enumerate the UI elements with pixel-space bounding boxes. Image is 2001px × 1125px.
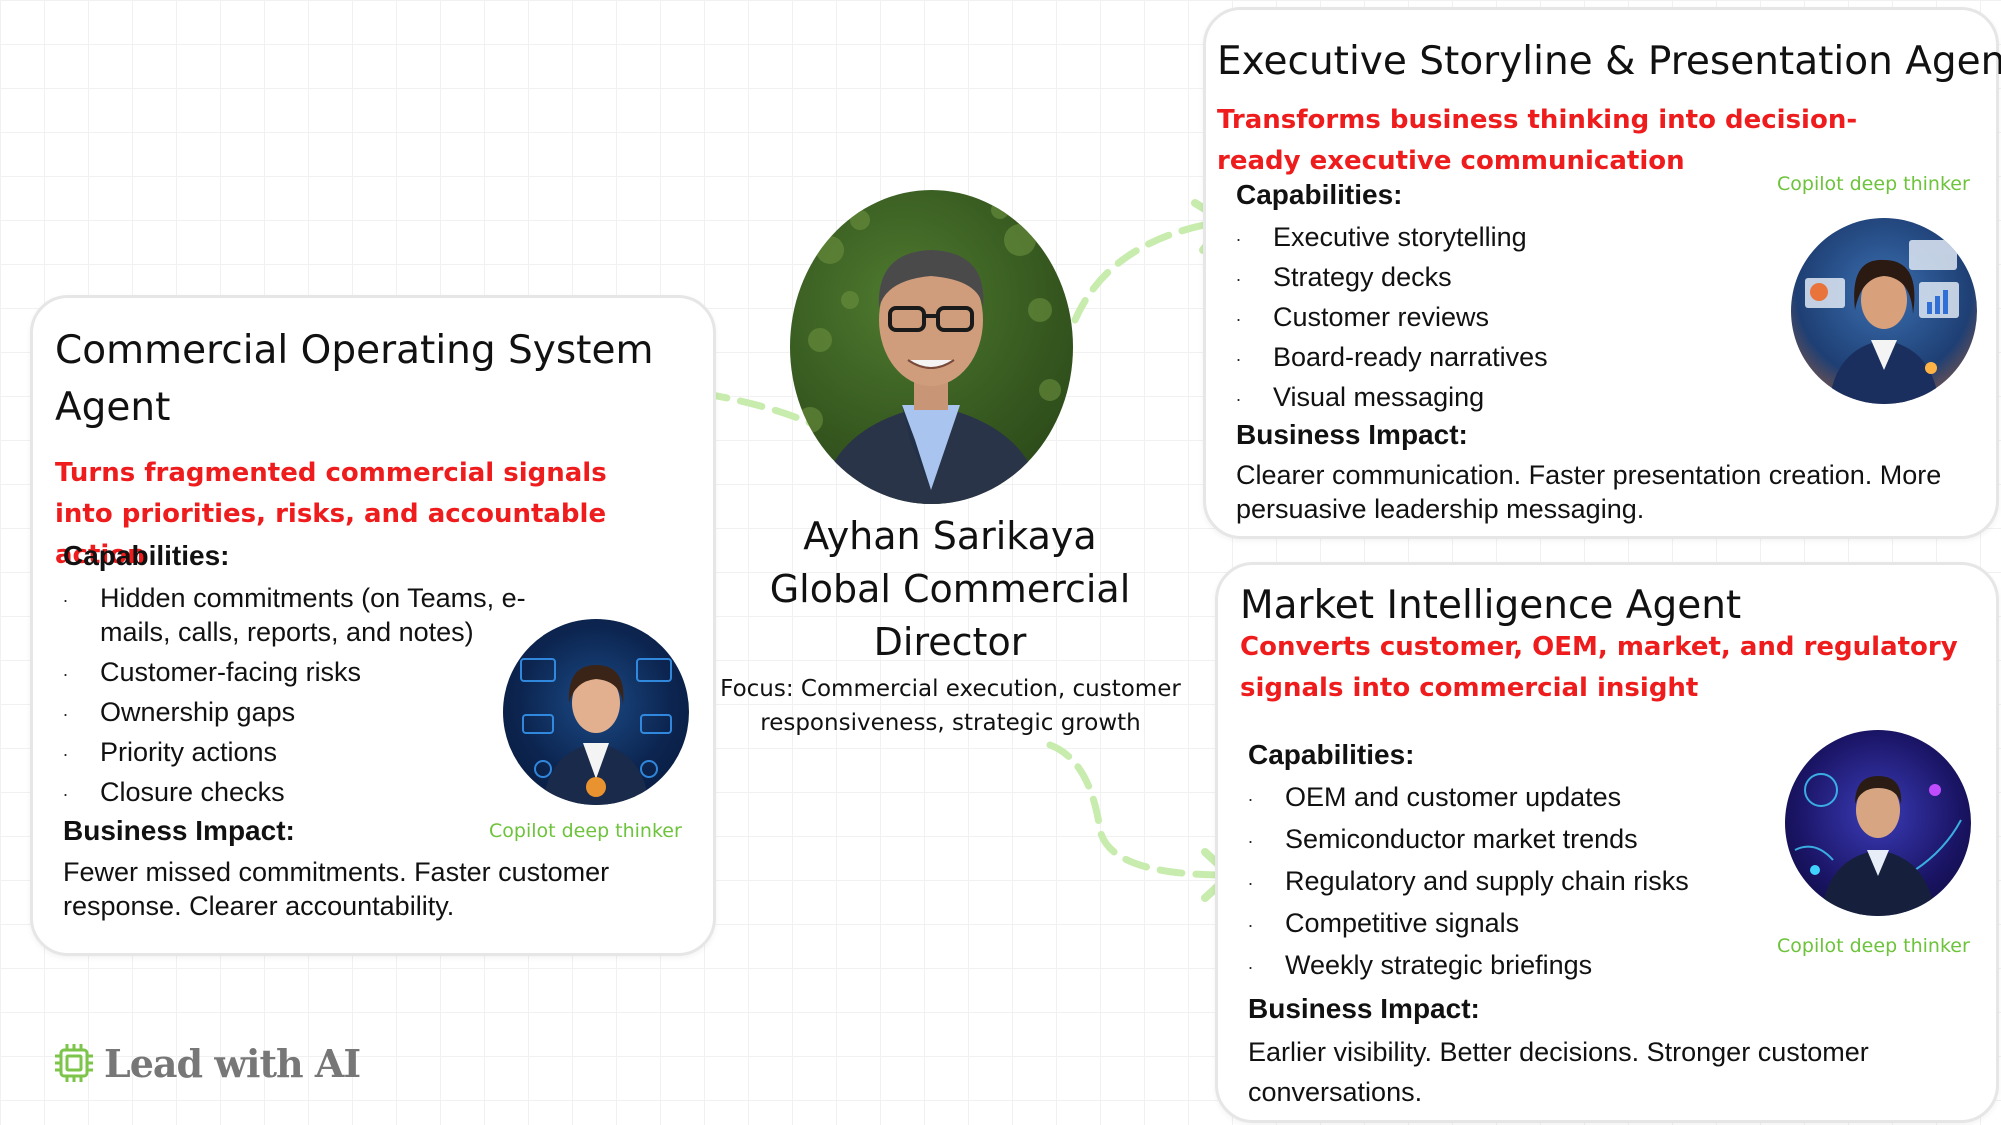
copilot-badge: Copilot deep thinker	[1777, 935, 1970, 957]
brand-logo: Lead with AI	[52, 1038, 361, 1088]
capability-text: Hidden commitments (on Teams, e-mails, c…	[100, 583, 526, 647]
capability-text: Customer-facing risks	[100, 657, 362, 687]
director-title-line1: Global Commercial	[769, 567, 1131, 611]
capability-item: Customer-facing risks	[63, 653, 583, 695]
capability-item: Closure checks	[63, 773, 583, 815]
card-subtitle: Turns fragmented commercial signals into…	[55, 458, 607, 570]
commercial-agent-card: Commercial Operating System Agent Turns …	[30, 295, 716, 956]
capability-text: Competitive signals	[1285, 908, 1520, 938]
director-title-line2: Director	[873, 620, 1027, 664]
business-impact-text: Fewer missed commitments. Faster custome…	[63, 857, 610, 921]
agent-avatar	[1785, 730, 1971, 916]
capability-text: Executive storytelling	[1273, 222, 1527, 252]
agent-portrait-icon	[520, 658, 672, 805]
capability-item: Priority actions	[63, 733, 583, 775]
market-agent-card: Market Intelligence Agent Converts custo…	[1215, 562, 1999, 1123]
agent-avatar	[503, 619, 689, 805]
capability-text: Closure checks	[100, 777, 285, 807]
business-impact-label: Business Impact:	[1236, 419, 1468, 450]
business-impact-text: Earlier visibility. Better decisions. St…	[1248, 1037, 1869, 1107]
capability-item: Competitive signals	[1248, 904, 1728, 948]
capabilities-label: Capabilities:	[1236, 179, 1403, 210]
capabilities-list: OEM and customer updates Semiconductor m…	[1248, 778, 1728, 990]
capability-item: Regulatory and supply chain risks	[1248, 862, 1728, 906]
agent-avatar	[1791, 218, 1977, 404]
capability-item: Executive storytelling	[1236, 218, 1656, 260]
director-name: Ayhan Sarikaya	[803, 514, 1097, 558]
capability-text: Weekly strategic briefings	[1285, 950, 1593, 980]
capability-text: Ownership gaps	[100, 697, 296, 727]
business-impact-label: Business Impact:	[63, 815, 295, 846]
director-photo	[790, 190, 1073, 504]
capability-text: Strategy decks	[1273, 262, 1452, 292]
card-title: Commercial Operating System Agent	[55, 328, 654, 430]
copilot-badge: Copilot deep thinker	[1777, 173, 1970, 195]
capability-item: Board-ready narratives	[1236, 338, 1656, 380]
capability-item: Customer reviews	[1236, 298, 1656, 340]
agent-portrait-icon	[1794, 773, 1962, 916]
chip-icon	[55, 1044, 93, 1082]
capabilities-list: Hidden commitments (on Teams, e-mails, c…	[63, 579, 583, 815]
arrow-to-market-agent	[1046, 741, 1229, 879]
capability-item: OEM and customer updates	[1248, 778, 1728, 822]
capability-item: Visual messaging	[1236, 378, 1656, 420]
arrow-to-executive-agent	[1071, 218, 1224, 324]
agent-portrait-icon	[1805, 240, 1959, 404]
capability-item: Strategy decks	[1236, 258, 1656, 300]
capability-text: Board-ready narratives	[1273, 342, 1548, 372]
capability-text: Visual messaging	[1273, 382, 1485, 412]
business-impact-label: Business Impact:	[1248, 993, 1480, 1024]
capability-item: Semiconductor market trends	[1248, 820, 1728, 864]
director-portrait-icon	[797, 201, 1061, 504]
capability-text: Regulatory and supply chain risks	[1285, 866, 1689, 896]
card-subtitle: Transforms business thinking into decisi…	[1217, 105, 1858, 176]
card-subtitle: Converts customer, OEM, market, and regu…	[1240, 632, 1958, 703]
capability-item: Hidden commitments (on Teams, e-mails, c…	[63, 579, 583, 655]
capabilities-label: Capabilities:	[1248, 739, 1415, 770]
card-title: Market Intelligence Agent	[1240, 583, 1742, 628]
brand-text: Lead with AI	[104, 1040, 361, 1086]
capabilities-list: Executive storytelling Strategy decks Cu…	[1236, 218, 1656, 420]
director-focus: Focus: Commercial execution, customer re…	[720, 676, 1181, 736]
copilot-badge: Copilot deep thinker	[489, 820, 682, 842]
capabilities-label: Capabilities:	[63, 540, 230, 571]
capability-text: OEM and customer updates	[1285, 782, 1622, 812]
capability-text: Semiconductor market trends	[1285, 824, 1638, 854]
business-impact-text: Clearer communication. Faster presentati…	[1236, 460, 1942, 524]
capability-item: Ownership gaps	[63, 693, 583, 735]
capability-text: Priority actions	[100, 737, 278, 767]
card-title: Executive Storyline & Presentation Agent	[1217, 39, 2001, 84]
capability-item: Weekly strategic briefings	[1248, 946, 1728, 990]
capability-text: Customer reviews	[1273, 302, 1490, 332]
executive-agent-card: Executive Storyline & Presentation Agent…	[1203, 7, 2001, 539]
